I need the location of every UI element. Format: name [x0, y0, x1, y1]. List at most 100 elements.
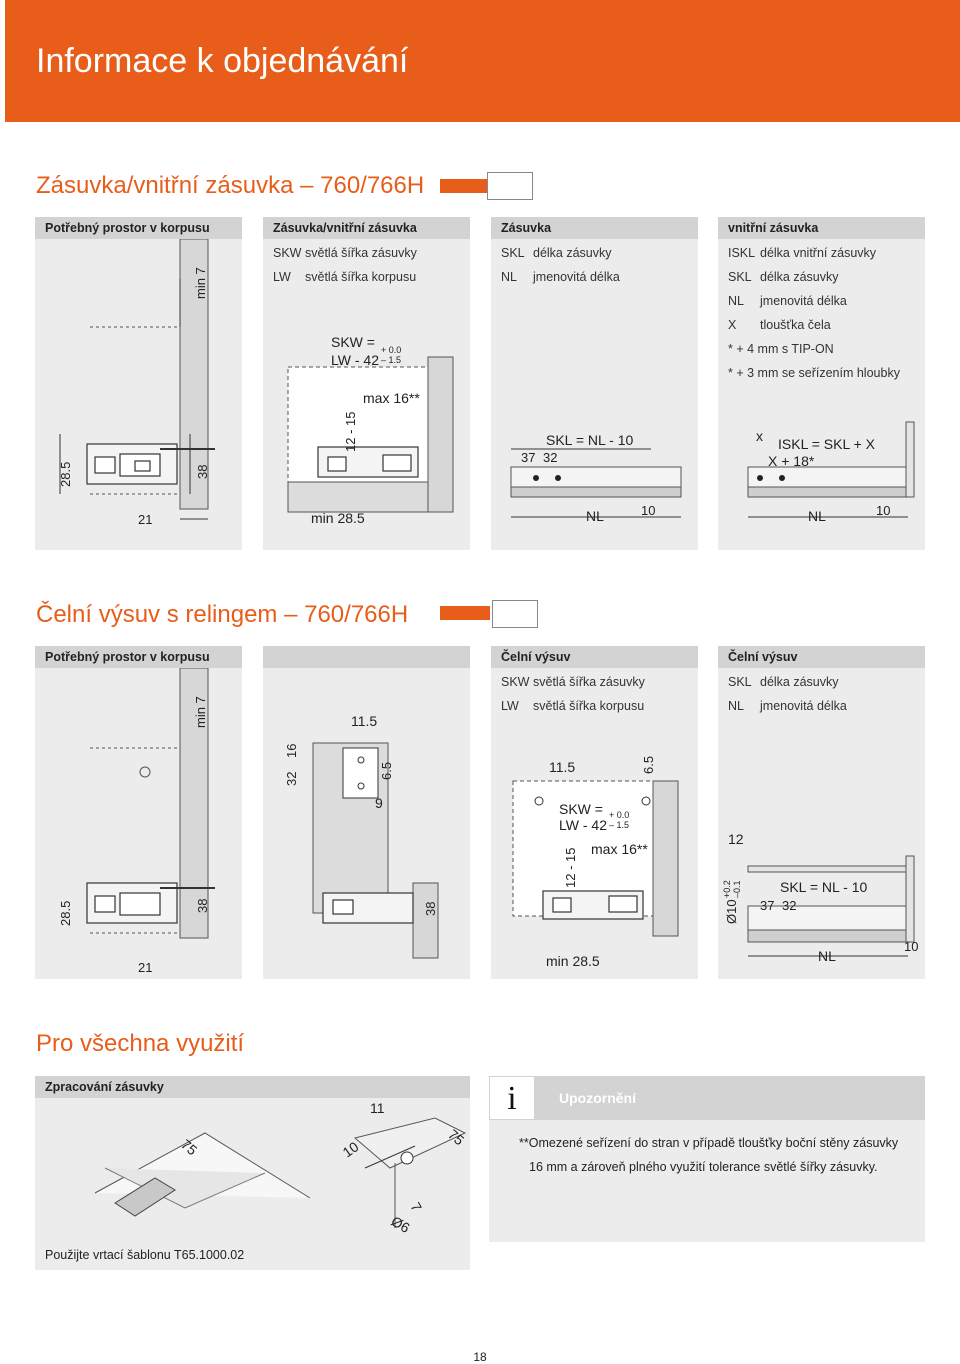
- s2-col-bracket: 11.5 32 16 6.5 9 38: [263, 646, 470, 979]
- s1-dim-lw42: LW - 42: [331, 352, 379, 368]
- s1-dim-285: 28.5: [58, 462, 73, 487]
- s1-dim-max16: max 16**: [363, 390, 420, 406]
- page-number: 18: [473, 1350, 487, 1364]
- s1-dim-10: 10: [876, 503, 890, 518]
- s3-dim-10: 10: [340, 1138, 362, 1160]
- section2-color-box: [492, 600, 538, 628]
- s2-col-head: Potřebný prostor v korpusu: [35, 646, 242, 668]
- s1-dim-tolplus: + 0.0: [381, 345, 401, 355]
- info-icon: i: [489, 1076, 535, 1120]
- s3-template-note: Použijte vrtací šablonu T65.1000.02: [45, 1248, 245, 1262]
- section3-title: Pro všechna využití: [36, 1030, 245, 1057]
- s1-cabinet-space-drawing: min 7 28.5 38 21: [58, 239, 215, 527]
- s2-dim-65: 6.5: [379, 762, 394, 780]
- s2-dim-min285: min 28.5: [546, 953, 600, 969]
- section1-color-box: [487, 172, 533, 200]
- s1-dim-10: 10: [641, 503, 655, 518]
- s2-dim-65: 6.5: [641, 756, 656, 774]
- s2-dim-tolminus: – 1.5: [609, 820, 629, 830]
- s3-drilling-drawing: 11 75 75 10 7 Ø6: [94, 1100, 467, 1236]
- s2-dim-max16: max 16**: [591, 841, 648, 857]
- s1-dim-iskl: ISKL = SKL + X: [778, 436, 876, 452]
- s2-dim-38: 38: [195, 899, 210, 913]
- s2-dim-37: 37: [760, 898, 774, 913]
- section1-color-bar: [440, 179, 490, 193]
- section2-color-bar: [440, 606, 490, 620]
- s2-dim-lw42: LW - 42: [559, 817, 607, 833]
- s2-front-length-drawing: 12 Ø10 +0.2 –0.1 SKL = NL - 10 37 32 NL …: [722, 831, 918, 964]
- s2-dim-115: 11.5: [549, 759, 575, 775]
- s1-inner-drawer-drawing: x ISKL = SKL + X X + 18* NL 10: [747, 421, 915, 524]
- s2-dim-16: 16: [284, 744, 299, 758]
- page-title: Informace k objednávání: [36, 42, 409, 80]
- page-header: Informace k objednávání: [5, 0, 960, 122]
- s3-panel-head: Zpracování zásuvky: [35, 1076, 470, 1098]
- s2-dim-32b: 32: [782, 898, 796, 913]
- s2-dim-10: 10: [904, 939, 918, 954]
- s3-template-note-bar: Použijte vrtací šablonu T65.1000.02: [35, 1242, 470, 1270]
- s2-col-space: Potřebný prostor v korpusu min 7 28.5 38…: [35, 646, 242, 979]
- s1-col-space: Potřebný prostor v korpusu min 7 28.5 38…: [35, 217, 242, 550]
- s1-col-head: vnitřní zásuvka: [718, 217, 925, 239]
- s3-dim-11: 11: [370, 1100, 385, 1116]
- s2-dim-dia10: Ø10: [724, 899, 739, 924]
- s1-dim-tolminus: – 1.5: [381, 355, 401, 365]
- s2-dim-tol2m: –0.1: [732, 880, 742, 898]
- notice-header: i Upozornění: [489, 1076, 925, 1120]
- s1-dim-32: 32: [543, 450, 557, 465]
- s3-processing-panel: Zpracování zásuvky 11 75 75 10 7 Ø6: [35, 1076, 470, 1270]
- s1-dim-38: 38: [195, 465, 210, 479]
- s2-dim-12: 12: [728, 831, 744, 847]
- s2-cabinet-space-drawing: min 7 28.5 38 21: [58, 668, 215, 975]
- section1-title: Zásuvka/vnitřní zásuvka – 760/766H: [36, 172, 425, 199]
- s1-row-depth: * + 3 mm se seřízením hloubky: [728, 366, 900, 380]
- s2-dim-tol2p: +0.2: [722, 880, 732, 898]
- notice-line-2: 16 mm a zároveň plného využití tolerance…: [529, 1160, 878, 1174]
- s3-dim-dia6: Ø6: [389, 1213, 413, 1236]
- s2-dim-285: 28.5: [58, 901, 73, 926]
- s1-dim-1215: 12 - 15: [343, 412, 358, 452]
- s2-dim-1215: 12 - 15: [563, 848, 578, 888]
- s2-dim-21: 21: [138, 960, 152, 975]
- notice-title: Upozornění: [559, 1090, 636, 1106]
- s2-dim-115: 11.5: [351, 713, 377, 729]
- s2-col-head: Čelní výsuv: [491, 646, 698, 668]
- s1-dim-skw: SKW =: [331, 334, 375, 350]
- s1-dim-nl: NL: [586, 508, 604, 524]
- section2-title: Čelní výsuv s relingem – 760/766H: [36, 601, 409, 628]
- s2-dim-32: 32: [284, 772, 299, 786]
- s1-col-head: Potřebný prostor v korpusu: [35, 217, 242, 239]
- s1-dim-x18: X + 18*: [768, 453, 815, 469]
- s1-dim-x: x: [756, 428, 763, 444]
- s2-col-head: [263, 646, 470, 668]
- s1-dim-min285: min 28.5: [311, 510, 365, 526]
- s1-col-head: Zásuvka: [491, 217, 698, 239]
- s1-dim-37: 37: [521, 450, 535, 465]
- s1-dim-nl: NL: [808, 508, 826, 524]
- s1-dim-sklnl: SKL = NL - 10: [546, 432, 634, 448]
- s1-drawer-section-drawing: SKW = LW - 42 + 0.0 – 1.5 max 16** 12 - …: [287, 334, 454, 526]
- notice-line-1: **Omezené seřízení do stran v případě tl…: [519, 1136, 899, 1150]
- s2-bracket-drawing: 11.5 32 16 6.5 9 38: [284, 713, 439, 959]
- s2-dim-skw: SKW =: [559, 801, 603, 817]
- s2-dim-9: 9: [375, 795, 383, 811]
- s2-dim-38b: 38: [423, 902, 438, 916]
- s1-col-head: Zásuvka/vnitřní zásuvka: [263, 217, 470, 239]
- s2-front-section-drawing: 11.5 6.5 SKW = LW - 42 + 0.0 – 1.5 max 1…: [512, 756, 679, 969]
